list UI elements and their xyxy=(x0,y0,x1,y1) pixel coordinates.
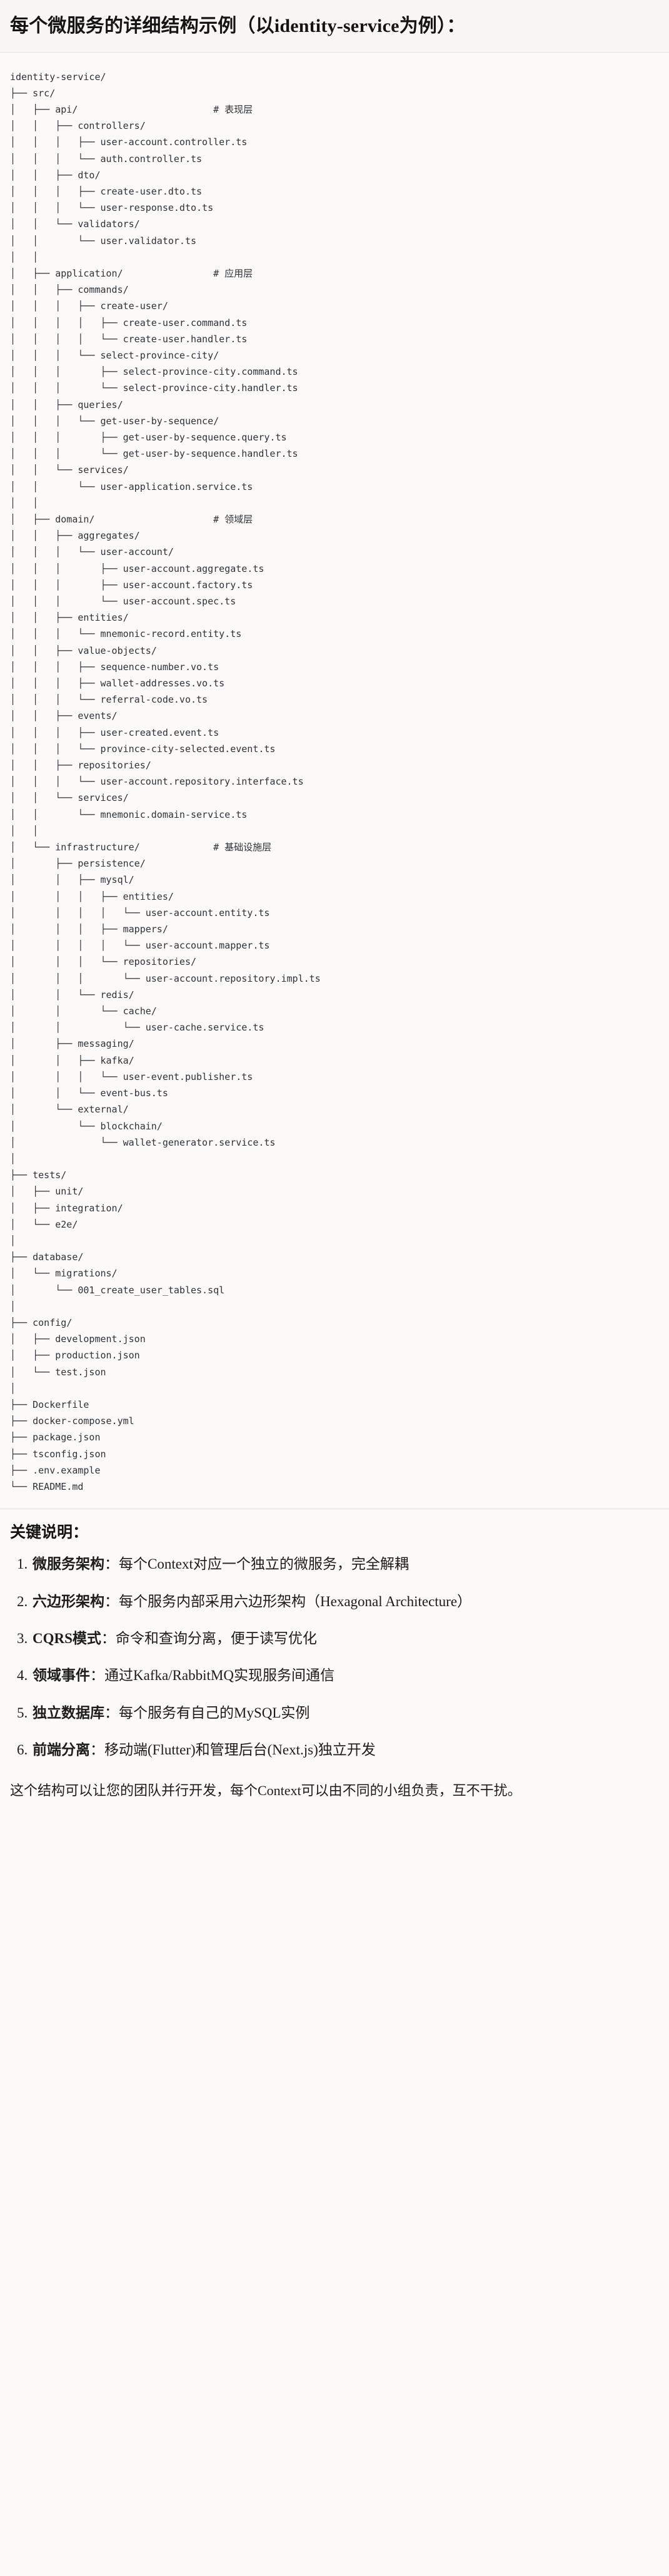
key-note-separator: ： xyxy=(101,1630,116,1646)
key-notes-title: 关键说明： xyxy=(10,1524,89,1542)
key-note-item: 微服务架构：每个Context对应一个独立的微服务，完全解耦 xyxy=(31,1554,659,1574)
key-note-label: 独立数据库 xyxy=(33,1704,104,1721)
key-note-item: CQRS模式：命令和查询分离，便于读写优化 xyxy=(31,1628,659,1649)
key-note-body: 每个服务内部采用六边形架构（Hexagonal Architecture） xyxy=(119,1593,472,1609)
key-note-item: 前端分离：移动端(Flutter)和管理后台(Next.js)独立开发 xyxy=(31,1739,659,1760)
key-note-body: 通过Kafka/RabbitMQ实现服务间通信 xyxy=(104,1667,334,1684)
key-note-separator: ： xyxy=(90,1741,104,1758)
key-note-label: CQRS模式 xyxy=(33,1630,101,1646)
key-note-label: 微服务架构 xyxy=(33,1556,104,1572)
key-note-item: 六边形架构：每个服务内部采用六边形架构（Hexagonal Architectu… xyxy=(31,1591,659,1612)
key-notes-block: 关键说明： 微服务架构：每个Context对应一个独立的微服务，完全解耦六边形架… xyxy=(0,1509,669,1766)
key-note-label: 领域事件 xyxy=(33,1667,90,1684)
key-note-label: 六边形架构 xyxy=(33,1593,104,1609)
page-title: 每个微服务的详细结构示例（以identity-service为例）： xyxy=(10,16,466,36)
key-note-body: 每个服务有自己的MySQL实例 xyxy=(119,1704,310,1721)
key-note-separator: ： xyxy=(104,1556,119,1572)
key-note-label: 前端分离 xyxy=(33,1741,90,1758)
key-note-separator: ： xyxy=(104,1593,119,1609)
key-note-separator: ： xyxy=(104,1704,119,1721)
directory-tree-block: identity-service/ ├── src/ │ ├── api/ # … xyxy=(0,52,669,1509)
page-root: 每个微服务的详细结构示例（以identity-service为例）： ident… xyxy=(0,0,669,1817)
closing-paragraph: 这个结构可以让您的团队并行开发，每个Context可以由不同的小组负责，互不干扰… xyxy=(10,1783,521,1799)
key-note-body: 移动端(Flutter)和管理后台(Next.js)独立开发 xyxy=(104,1741,376,1758)
key-note-body: 每个Context对应一个独立的微服务，完全解耦 xyxy=(119,1556,409,1572)
closing-block: 这个结构可以让您的团队并行开发，每个Context可以由不同的小组负责，互不干扰… xyxy=(0,1765,669,1818)
directory-tree: identity-service/ ├── src/ │ ├── api/ # … xyxy=(10,71,321,1492)
key-note-separator: ： xyxy=(90,1667,104,1684)
key-note-body: 命令和查询分离，便于读写优化 xyxy=(115,1630,317,1646)
key-note-item: 领域事件：通过Kafka/RabbitMQ实现服务间通信 xyxy=(31,1665,659,1686)
heading-block: 每个微服务的详细结构示例（以identity-service为例）： xyxy=(0,0,669,53)
key-notes-list: 微服务架构：每个Context对应一个独立的微服务，完全解耦六边形架构：每个服务… xyxy=(10,1554,659,1760)
key-note-item: 独立数据库：每个服务有自己的MySQL实例 xyxy=(31,1703,659,1723)
